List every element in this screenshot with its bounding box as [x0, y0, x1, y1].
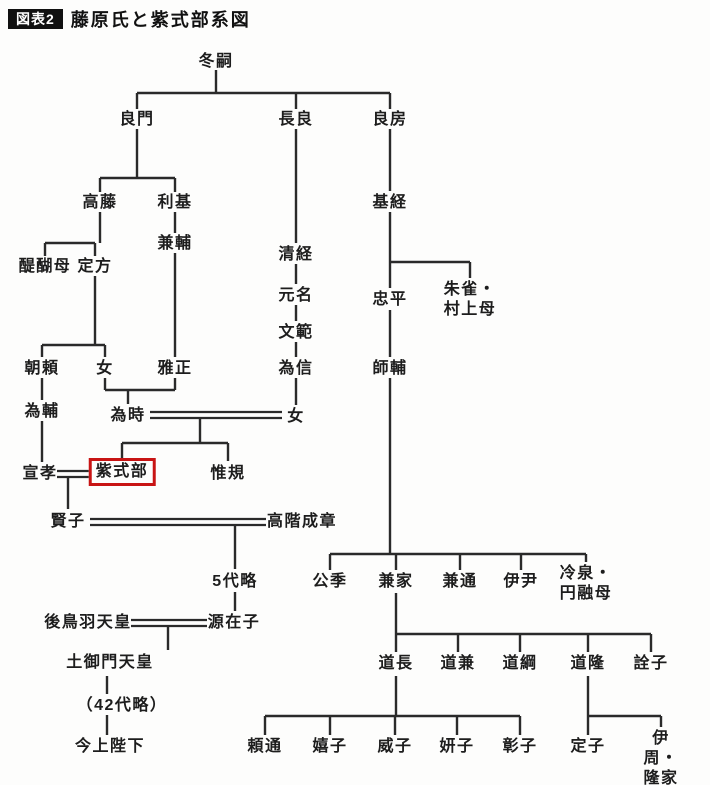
marriage-kenshi-takashina-nariakira: [90, 517, 266, 527]
node-korechika-takaie: 伊周・ 隆家: [643, 730, 679, 785]
node-yorimichi: 頼通: [247, 738, 283, 755]
node-fuyutsugu: 冬嗣: [198, 53, 234, 70]
node-daigo-mother: 醍醐母: [18, 258, 72, 275]
figure-title: 藤原氏と紫式部系図: [70, 10, 251, 30]
node-teishi: 定子: [570, 738, 606, 755]
node-asayori: 朝頼: [24, 360, 60, 377]
descent-lines: [40, 70, 663, 735]
node-yoshikado: 良門: [119, 111, 155, 128]
node-tadahira: 忠平: [372, 291, 408, 308]
node-michitaka: 道隆: [570, 655, 606, 672]
node-nobutaka: 宣孝: [22, 465, 58, 482]
node-kiyotsune: 清経: [278, 246, 314, 263]
node-kanesuke: 兼輔: [157, 235, 193, 252]
figure-number-tag: 図表2: [8, 9, 63, 29]
node-nobunori: 惟規: [210, 465, 246, 482]
node-kinjo-heika: 今上陛下: [74, 738, 146, 755]
node-tamenobu-daughter: 女: [287, 408, 305, 425]
node-tamesuke: 為輔: [24, 403, 60, 420]
node-yoshifusa: 良房: [372, 111, 408, 128]
node-shoshi: 彰子: [502, 738, 538, 755]
node-sadakata-daughter: 女: [96, 360, 114, 377]
node-forty-two-generations-abbrev: （42代略）: [76, 697, 168, 714]
node-takafuji: 高藤: [82, 194, 118, 211]
node-kanemichi: 兼通: [442, 573, 478, 590]
node-kenshi: 賢子: [50, 513, 86, 530]
node-kenshi-jotomonin-sister: 妍子: [439, 738, 475, 755]
node-toshimoto: 利基: [157, 194, 193, 211]
node-tamenobu: 為信: [278, 360, 314, 377]
node-fuminori: 文範: [278, 324, 314, 341]
marriage-nobutaka-murasaki-shikibu: [57, 469, 94, 479]
figure-header: 図表2 藤原氏と紫式部系図: [8, 6, 251, 32]
node-minamoto-no-zaishi: 源在子: [207, 614, 261, 631]
node-tametoki: 為時: [110, 407, 146, 424]
node-morosuke: 師輔: [372, 360, 408, 377]
node-sadakata: 定方: [77, 258, 113, 275]
node-michikane: 道兼: [440, 655, 476, 672]
node-masatada: 雅正: [157, 360, 193, 377]
node-kaneie: 兼家: [378, 573, 414, 590]
node-gotoba-tenno: 後鳥羽天皇: [44, 614, 132, 631]
node-suzaku-murakami-mother: 朱雀・ 村上母: [443, 281, 497, 318]
node-kishi: 嬉子: [312, 738, 348, 755]
node-tsuchimikado-tenno: 土御門天皇: [66, 654, 154, 671]
node-ishi: 威子: [377, 738, 413, 755]
node-michinaga: 道長: [378, 655, 414, 672]
node-kinsue: 公季: [312, 573, 348, 590]
node-motona: 元名: [278, 287, 314, 304]
marriage-gotoba-minamoto-zaishi: [131, 618, 207, 628]
node-reizei-enyu-mother: 冷泉・ 円融母: [559, 565, 613, 602]
node-five-generations-abbrev: 5代略: [212, 573, 258, 590]
node-michitsuna: 道綱: [502, 655, 538, 672]
node-takashina-nariakira: 高階成章: [266, 513, 338, 530]
marriage-tametoki-tamenobu-daughter: [150, 410, 282, 420]
node-nagara: 長良: [278, 111, 314, 128]
node-senshi: 詮子: [633, 655, 669, 672]
node-koretada: 伊尹: [503, 573, 539, 590]
node-mototsune: 基経: [372, 194, 408, 211]
node-murasaki-shikibu: 紫式部: [88, 458, 156, 486]
